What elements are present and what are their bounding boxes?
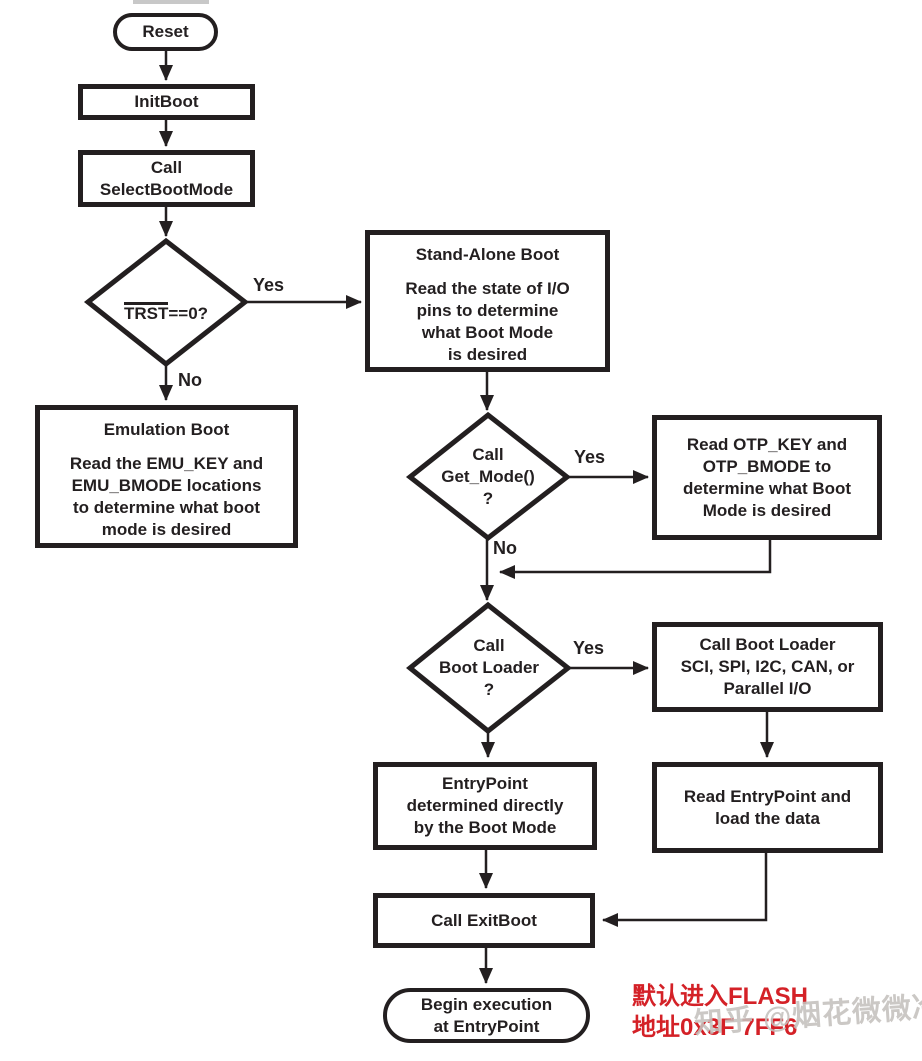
edge-label-trst-yes: Yes xyxy=(253,275,285,295)
node-standalone-boot: Stand-Alone Boot Read the state of I/O p… xyxy=(365,230,610,372)
node-read-otp-label: Read OTP_KEY and OTP_BMODE to determine … xyxy=(682,434,852,520)
node-selectbootmode: Call SelectBootMode xyxy=(78,150,255,207)
node-call-exitboot: Call ExitBoot xyxy=(373,893,595,948)
edge-label-getmode-yes: Yes xyxy=(574,447,606,467)
node-initboot: InitBoot xyxy=(78,84,255,120)
node-begin-execution-label: Begin execution at EntryPoint xyxy=(420,994,553,1036)
edge-readentrypoint-exitboot xyxy=(602,853,768,927)
node-begin-execution: Begin execution at EntryPoint xyxy=(383,988,590,1043)
decision-trst-label: TRST==0? xyxy=(96,283,236,323)
node-emulation-title: Emulation Boot xyxy=(103,420,230,439)
decision-bootloader-shape xyxy=(406,601,573,735)
crop-artifact xyxy=(133,0,209,4)
node-read-entrypoint: Read EntryPoint and load the data xyxy=(652,762,883,853)
edge-otp-return xyxy=(499,540,772,579)
flash-annotation-line2: 地址0x3F 7FF6 xyxy=(632,1014,798,1041)
node-read-otp: Read OTP_KEY and OTP_BMODE to determine … xyxy=(652,415,882,540)
node-entrypoint-direct: EntryPoint determined directly by the Bo… xyxy=(373,762,597,850)
node-read-entrypoint-label: Read EntryPoint and load the data xyxy=(683,786,852,828)
node-standalone-title: Stand-Alone Boot xyxy=(415,245,560,264)
flash-annotation: 默认进入FLASH 地址0x3F 7FF6 xyxy=(632,981,808,1043)
edge-label-bootloader-yes: Yes xyxy=(573,638,605,658)
node-emulation-boot: Emulation Boot Read the EMU_KEY and EMU_… xyxy=(35,405,298,548)
edge-label-getmode-no: No xyxy=(493,538,517,558)
trst-condition: ==0? xyxy=(168,304,209,323)
node-call-boot-loader: Call Boot Loader SCI, SPI, I2C, CAN, or … xyxy=(652,622,883,712)
node-standalone-body: Read the state of I/O pins to determine … xyxy=(405,279,570,364)
edge-label-trst-no: No xyxy=(178,370,202,390)
decision-bootloader-label: Call Boot Loader ? xyxy=(438,636,540,699)
node-call-exitboot-label: Call ExitBoot xyxy=(431,910,537,930)
node-reset-label: Reset xyxy=(142,22,189,41)
node-reset: Reset xyxy=(113,13,218,51)
node-entrypoint-direct-label: EntryPoint determined directly by the Bo… xyxy=(406,774,564,837)
node-initboot-label: InitBoot xyxy=(134,92,199,111)
node-emulation-body: Read the EMU_KEY and EMU_BMODE locations… xyxy=(69,454,264,539)
node-call-boot-loader-label: Call Boot Loader SCI, SPI, I2C, CAN, or … xyxy=(680,635,855,698)
flash-annotation-line1: 默认进入FLASH xyxy=(632,983,808,1010)
node-selectbootmode-label: Call SelectBootMode xyxy=(99,157,234,199)
decision-getmode-label: Call Get_Mode() ? xyxy=(441,445,535,508)
trst-overlined-signal: TRST xyxy=(123,302,169,323)
decision-getmode-shape xyxy=(405,411,572,542)
